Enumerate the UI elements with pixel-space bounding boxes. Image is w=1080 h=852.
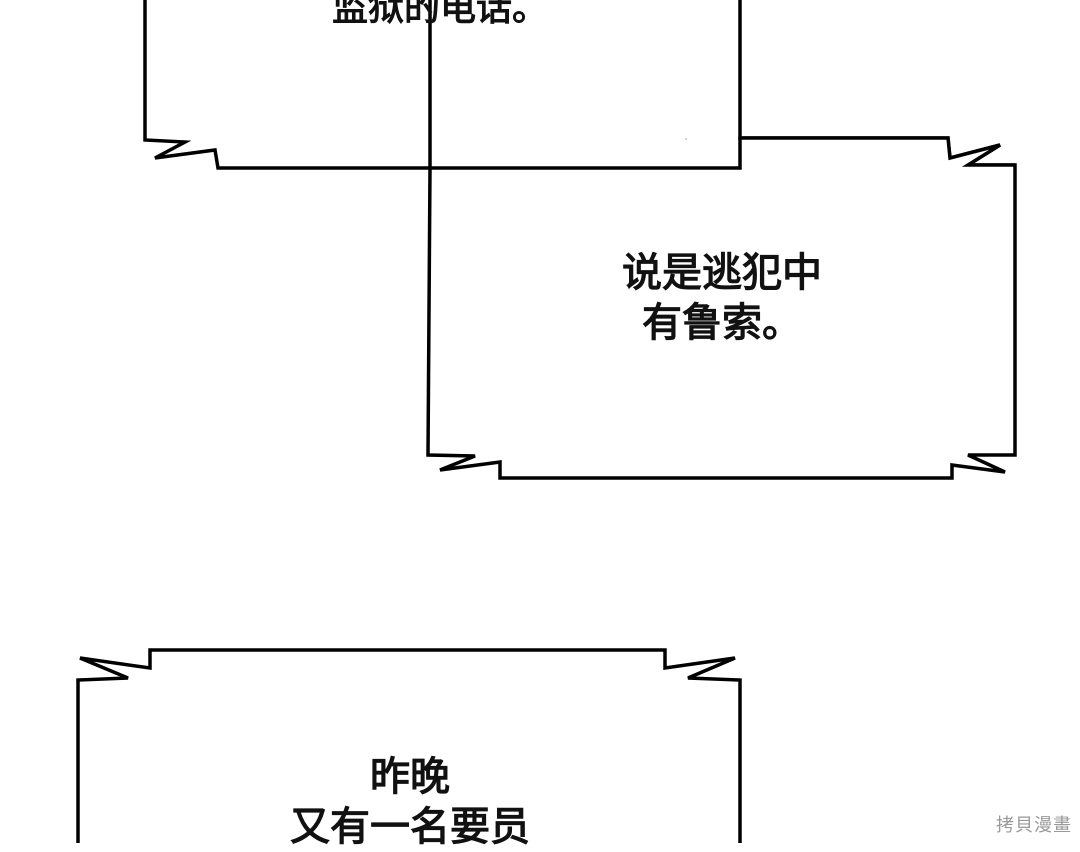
bubble-2-text: 说是逃犯中 有鲁索。: [600, 248, 844, 348]
bubble-3-line-1: 昨晚: [370, 754, 450, 800]
watermark: 拷貝漫畫: [996, 815, 1072, 836]
speech-bubble-2: [426, 136, 1017, 480]
bubble-3-line-2: 又有一名要员: [290, 804, 530, 850]
bubble-1-text: 监狱的电话。: [290, 0, 590, 31]
bubble-3-text: 昨晚 又有一名要员: [260, 752, 560, 852]
speck: [685, 138, 687, 140]
bubble-2-line-1: 说是逃犯中: [622, 250, 822, 296]
speech-bubble-3: [76, 648, 742, 843]
speech-bubble-1: [143, 0, 432, 170]
bubble-1-line-1: 监狱的电话。: [331, 0, 548, 29]
bubble-2-line-2: 有鲁索。: [642, 300, 802, 346]
